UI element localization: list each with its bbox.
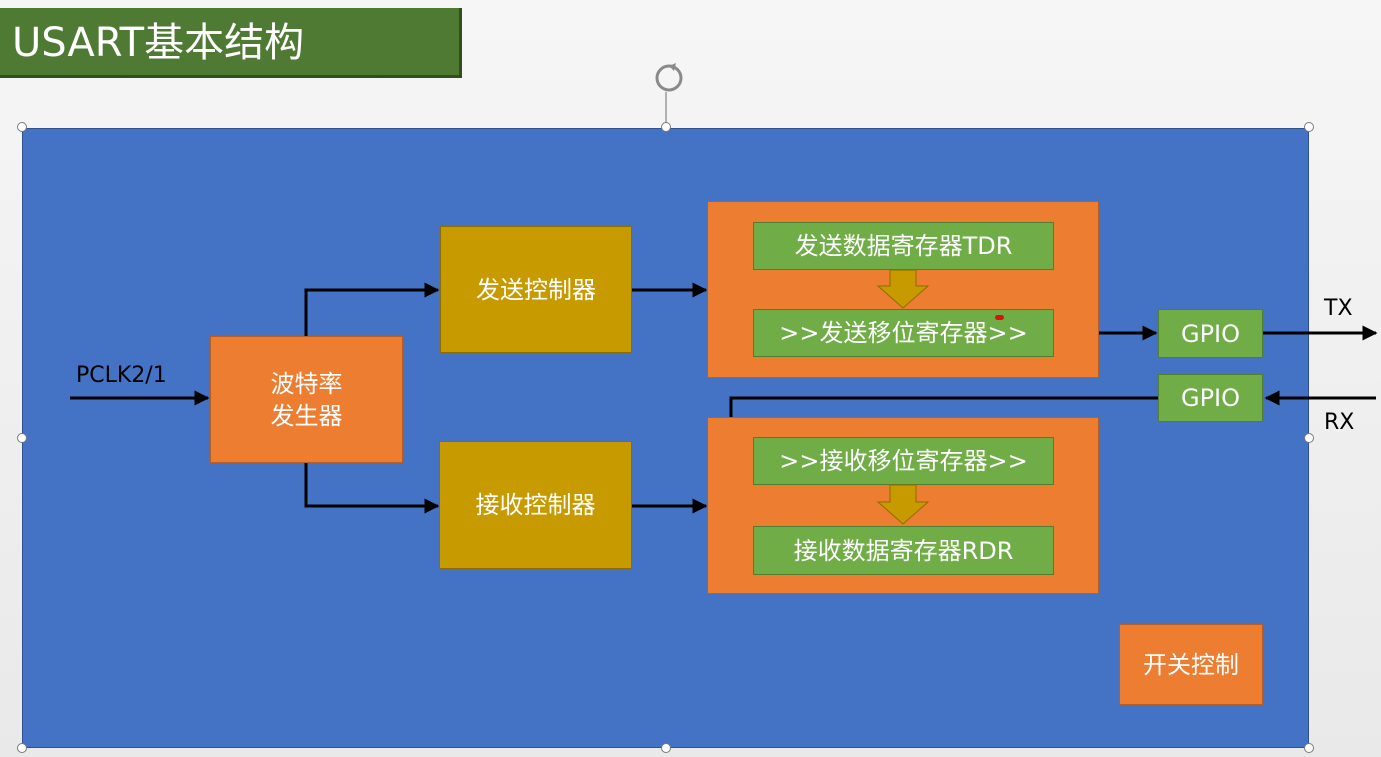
baud-generator-line2: 发生器: [270, 401, 343, 430]
tx-gpio-label: GPIO: [1180, 319, 1241, 348]
resize-handle-top-left[interactable]: [17, 122, 27, 132]
resize-handle-bottom-left[interactable]: [17, 743, 27, 753]
slide-title: USART基本结构: [0, 8, 462, 78]
tdr-label: 发送数据寄存器TDR: [794, 232, 1013, 260]
tdr-box[interactable]: 发送数据寄存器TDR: [753, 222, 1054, 270]
arrow-baud-to-rx-controller: [304, 462, 440, 514]
resize-handle-bottom-right[interactable]: [1304, 743, 1314, 753]
rx-controller-label: 接收控制器: [475, 491, 596, 519]
rx-gpio-box[interactable]: GPIO: [1158, 374, 1263, 422]
cursor-mark: [995, 315, 1004, 320]
tx-shift-register-label: >>发送移位寄存器>>: [779, 319, 1028, 347]
pclk-label: PCLK2/1: [76, 363, 167, 388]
rotate-handle-icon[interactable]: [655, 63, 683, 92]
tx-gpio-box[interactable]: GPIO: [1158, 309, 1263, 358]
resize-handle-top-right[interactable]: [1304, 122, 1314, 132]
tx-shift-register-box[interactable]: >>发送移位寄存器>>: [753, 309, 1054, 357]
rx-gpio-label: GPIO: [1180, 384, 1241, 412]
rdr-box[interactable]: 接收数据寄存器RDR: [753, 526, 1054, 575]
rx-pin-label: RX: [1324, 410, 1355, 435]
rdr-label: 接收数据寄存器RDR: [793, 536, 1014, 565]
tx-controller-label: 发送控制器: [476, 275, 596, 304]
tx-controller-box[interactable]: 发送控制器: [440, 226, 632, 353]
resize-handle-top-center[interactable]: [661, 122, 671, 132]
rx-shift-register-label: >>接收移位寄存器>>: [779, 447, 1028, 475]
tx-pin-label: TX: [1324, 296, 1353, 321]
baud-rate-generator-box[interactable]: 波特率 发生器: [210, 336, 403, 463]
rx-shift-register-box[interactable]: >>接收移位寄存器>>: [753, 437, 1054, 485]
resize-handle-middle-right[interactable]: [1304, 433, 1314, 443]
resize-handle-middle-left[interactable]: [17, 433, 27, 443]
switch-control-box[interactable]: 开关控制: [1119, 624, 1263, 705]
rx-controller-box[interactable]: 接收控制器: [439, 441, 632, 569]
resize-handle-bottom-center[interactable]: [661, 743, 671, 753]
arrow-baud-to-tx-controller: [304, 282, 440, 336]
switch-control-label: 开关控制: [1143, 650, 1239, 679]
baud-generator-line1: 波特率: [270, 369, 343, 398]
